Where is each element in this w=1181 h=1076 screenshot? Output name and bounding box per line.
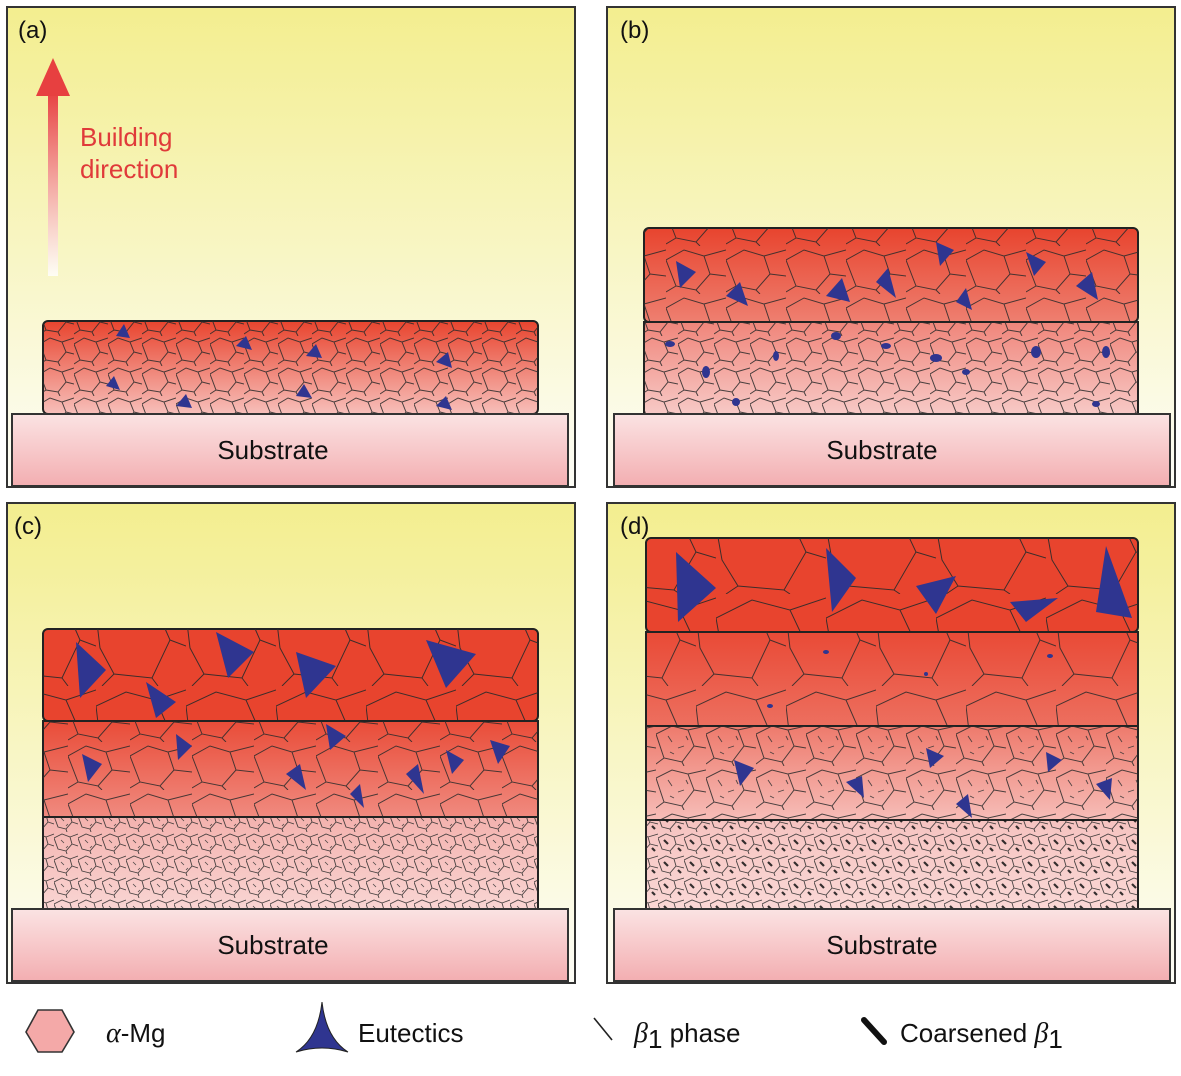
substrate-label: Substrate (826, 930, 937, 960)
dissolved-eutectic-particles (665, 332, 1110, 407)
grain-network-top (43, 629, 538, 721)
panel-d: (d) Substrate (606, 502, 1176, 984)
panel-d-svg: (d) Substrate (606, 502, 1176, 984)
legend-beta1-label: β1 phase (633, 1018, 741, 1054)
panel-b: (b) Substrate (606, 6, 1176, 488)
grain-network-bottom (43, 817, 538, 909)
substrate-label: Substrate (826, 435, 937, 465)
grain-network (43, 321, 538, 414)
grain-network-lower (644, 322, 1138, 414)
legend-alpha-label: α-Mg (106, 1018, 165, 1049)
substrate (613, 908, 1171, 982)
legend-beta1-phase: β1 phase (593, 1017, 741, 1054)
eutectic-particles-middle (82, 724, 510, 808)
eutectic-particles-top (676, 546, 1132, 622)
eutectic-particles-top (76, 632, 476, 718)
panel-label: (d) (620, 513, 649, 540)
arrow-label-line1: Building (80, 122, 173, 152)
substrate (11, 908, 569, 982)
panel-c-svg: (c) Substrate (6, 502, 576, 984)
legend-eutectics-label: Eutectics (358, 1018, 464, 1048)
substrate (613, 413, 1171, 487)
arrow-label-line2: direction (80, 154, 178, 184)
grain-network-upper (644, 228, 1138, 322)
grain-network-bottom (646, 820, 1138, 910)
building-arrow-shaft (48, 91, 58, 276)
grain-network-layer3 (646, 632, 1138, 726)
substrate (11, 413, 569, 487)
panel-a: Building direction (a) Substrate (6, 6, 576, 488)
substrate-label: Substrate (217, 930, 328, 960)
panel-label: (b) (620, 17, 649, 44)
panel-b-svg: (b) Substrate (606, 6, 1176, 488)
coarsened-beta1-icon (861, 1017, 887, 1045)
panel-c: (c) Substrate (6, 502, 576, 984)
panel-label: (a) (18, 17, 47, 44)
eutectic-icon (295, 1001, 349, 1053)
legend-coarsened-beta1: Coarsened β1 (861, 1017, 1063, 1054)
grain-network-middle (43, 721, 538, 817)
grain-network-layer2 (646, 726, 1138, 820)
legend-eutectics: Eutectics (295, 1001, 464, 1053)
legend: α-Mg Eutectics β1 phase Coarsened β1 (25, 1001, 1063, 1054)
panel-a-svg: Building direction (a) Substrate (6, 6, 576, 488)
legend-alpha-mg: α-Mg (25, 1009, 165, 1053)
eutectic-particles-layer3 (767, 650, 1053, 708)
grain-network-top (646, 538, 1138, 632)
hexagon-icon (25, 1009, 75, 1053)
eutectic-particles (106, 324, 452, 410)
beta1-line-icon (593, 1017, 613, 1041)
eutectic-particles-upper (676, 242, 1098, 310)
building-arrow-head (36, 58, 70, 96)
eutectic-particles-layer2 (734, 748, 1112, 818)
panel-label: (c) (14, 513, 42, 540)
legend-coarsened-label: Coarsened β1 (900, 1018, 1063, 1054)
substrate-label: Substrate (217, 435, 328, 465)
